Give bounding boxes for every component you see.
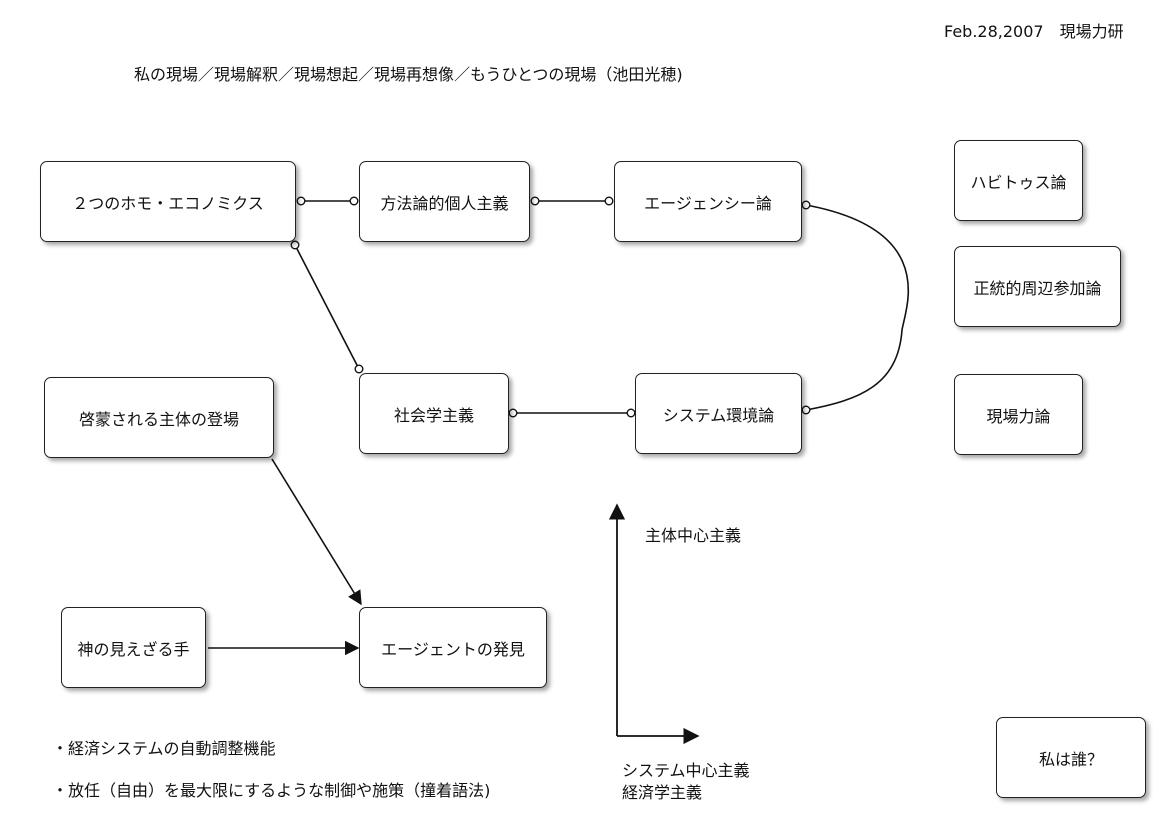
node-system-environment[interactable]: システム環境論 bbox=[635, 373, 802, 454]
node-invisible-hand[interactable]: 神の見えざる手 bbox=[61, 607, 206, 688]
connector-end-dot bbox=[296, 196, 306, 206]
node-sociologism[interactable]: 社会学主義 bbox=[359, 373, 509, 454]
axis-label-system-centrism: システム中心主義 bbox=[622, 761, 750, 780]
node-legitimate-peripheral-participation[interactable]: 正統的周辺参加論 bbox=[954, 246, 1121, 327]
node-enlightened-subject[interactable]: 啓蒙される主体の登場 bbox=[44, 377, 274, 458]
connector-agency-to-system-curve bbox=[805, 204, 910, 411]
node-habitus-theory[interactable]: ハビトゥス論 bbox=[954, 140, 1083, 221]
node-homo-economicus[interactable]: ２つのホモ・エコノミクス bbox=[40, 161, 296, 242]
bullet-item: ・経済システムの自動調整機能 bbox=[52, 739, 276, 758]
connector-end-dot bbox=[626, 408, 636, 418]
diagram-subtitle: 私の現場／現場解釈／現場想起／現場再想像／もうひとつの現場（池田光穂) bbox=[134, 65, 683, 84]
node-agency-theory[interactable]: エージェンシー論 bbox=[614, 161, 802, 242]
connector-end-dot bbox=[604, 196, 614, 206]
header-date-lab: Feb.28,2007 現場力研 bbox=[944, 22, 1124, 41]
connector-end-dot bbox=[530, 196, 540, 206]
connector-homo-to-sociology bbox=[294, 244, 360, 370]
node-methodological-individualism[interactable]: 方法論的個人主義 bbox=[359, 161, 530, 242]
connector-end-dot bbox=[508, 408, 518, 418]
axis-label-economism: 経済学主義 bbox=[622, 783, 703, 802]
node-agent-discovery[interactable]: エージェントの発見 bbox=[359, 607, 547, 688]
node-genba-ryoku-theory[interactable]: 現場力論 bbox=[954, 374, 1083, 455]
connector-end-dot bbox=[801, 405, 811, 415]
connector-end-dot bbox=[354, 364, 364, 374]
bullet-item: ・放任（自由）を最大限にするような制御や施策（撞着語法) bbox=[52, 781, 491, 800]
node-who-am-i[interactable]: 私は誰？ bbox=[996, 717, 1146, 798]
connector-end-dot bbox=[801, 200, 811, 210]
connector-end-dot bbox=[290, 240, 300, 250]
axis-label-subject-centrism: 主体中心主義 bbox=[645, 526, 742, 545]
bullet-list: ・経済システムの自動調整機能 ・放任（自由）を最大限にするような制御や施策（撞着… bbox=[52, 738, 490, 822]
arrow-enlightened-to-agent bbox=[271, 458, 362, 606]
connector-end-dot bbox=[349, 196, 359, 206]
